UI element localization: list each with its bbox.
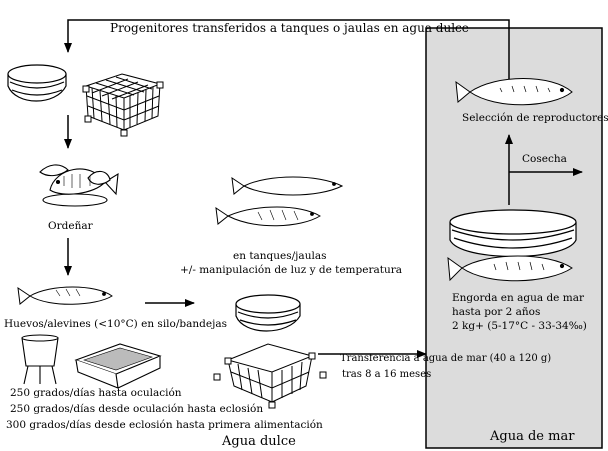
top-caption: Progenitores transferidos a tanques o ja… xyxy=(110,21,469,35)
broodstock-fish-icon xyxy=(455,78,573,106)
tanks-label-line2: +/- manipulación de luz y de temperatura xyxy=(180,264,402,276)
net-cage-icon xyxy=(82,73,164,137)
degree-days-line1: 250 grados/días hasta oculación xyxy=(10,387,182,399)
transfer-label-line1: Transferencia a agua de mar (40 a 120 g) xyxy=(340,353,552,364)
eggs-label: Huevos/alevines (<10°C) en silo/bandejas xyxy=(4,318,227,330)
broodstock-return-arrow xyxy=(64,19,510,85)
sea-cage-icon xyxy=(449,209,577,258)
sea-water-label: Agua de mar xyxy=(490,429,575,444)
degree-days-line2: 250 grados/días desde oculación hasta ec… xyxy=(10,403,264,415)
smolt-fish-icon xyxy=(215,176,344,227)
tray-icon xyxy=(74,343,162,389)
milking-icon xyxy=(39,164,119,207)
round-tank-middle-icon xyxy=(235,294,301,332)
selection-label: Selección de reproductores xyxy=(462,112,608,124)
degree-days-line3: 300 grados/días desde eclosión hasta pri… xyxy=(6,419,323,431)
transfer-label-line2: tras 8 a 16 meses xyxy=(342,369,432,380)
silo-icon xyxy=(21,334,59,385)
fresh-water-label: Agua dulce xyxy=(222,434,296,449)
growout-label-line3: 2 kg+ (5-17°C - 33-34‰) xyxy=(452,320,587,332)
harvest-label: Cosecha xyxy=(522,153,567,165)
round-tank-icon xyxy=(7,64,67,102)
growout-fish-icon xyxy=(447,255,573,282)
milking-label: Ordeñar xyxy=(48,220,93,232)
fry-fish-icon xyxy=(17,286,113,305)
net-cage-middle-icon xyxy=(213,343,327,409)
growout-label-line1: Engorda en agua de mar xyxy=(452,292,584,304)
tanks-label-line1: en tanques/jaulas xyxy=(233,250,327,262)
growout-label-line2: hasta por 2 años xyxy=(452,306,541,318)
